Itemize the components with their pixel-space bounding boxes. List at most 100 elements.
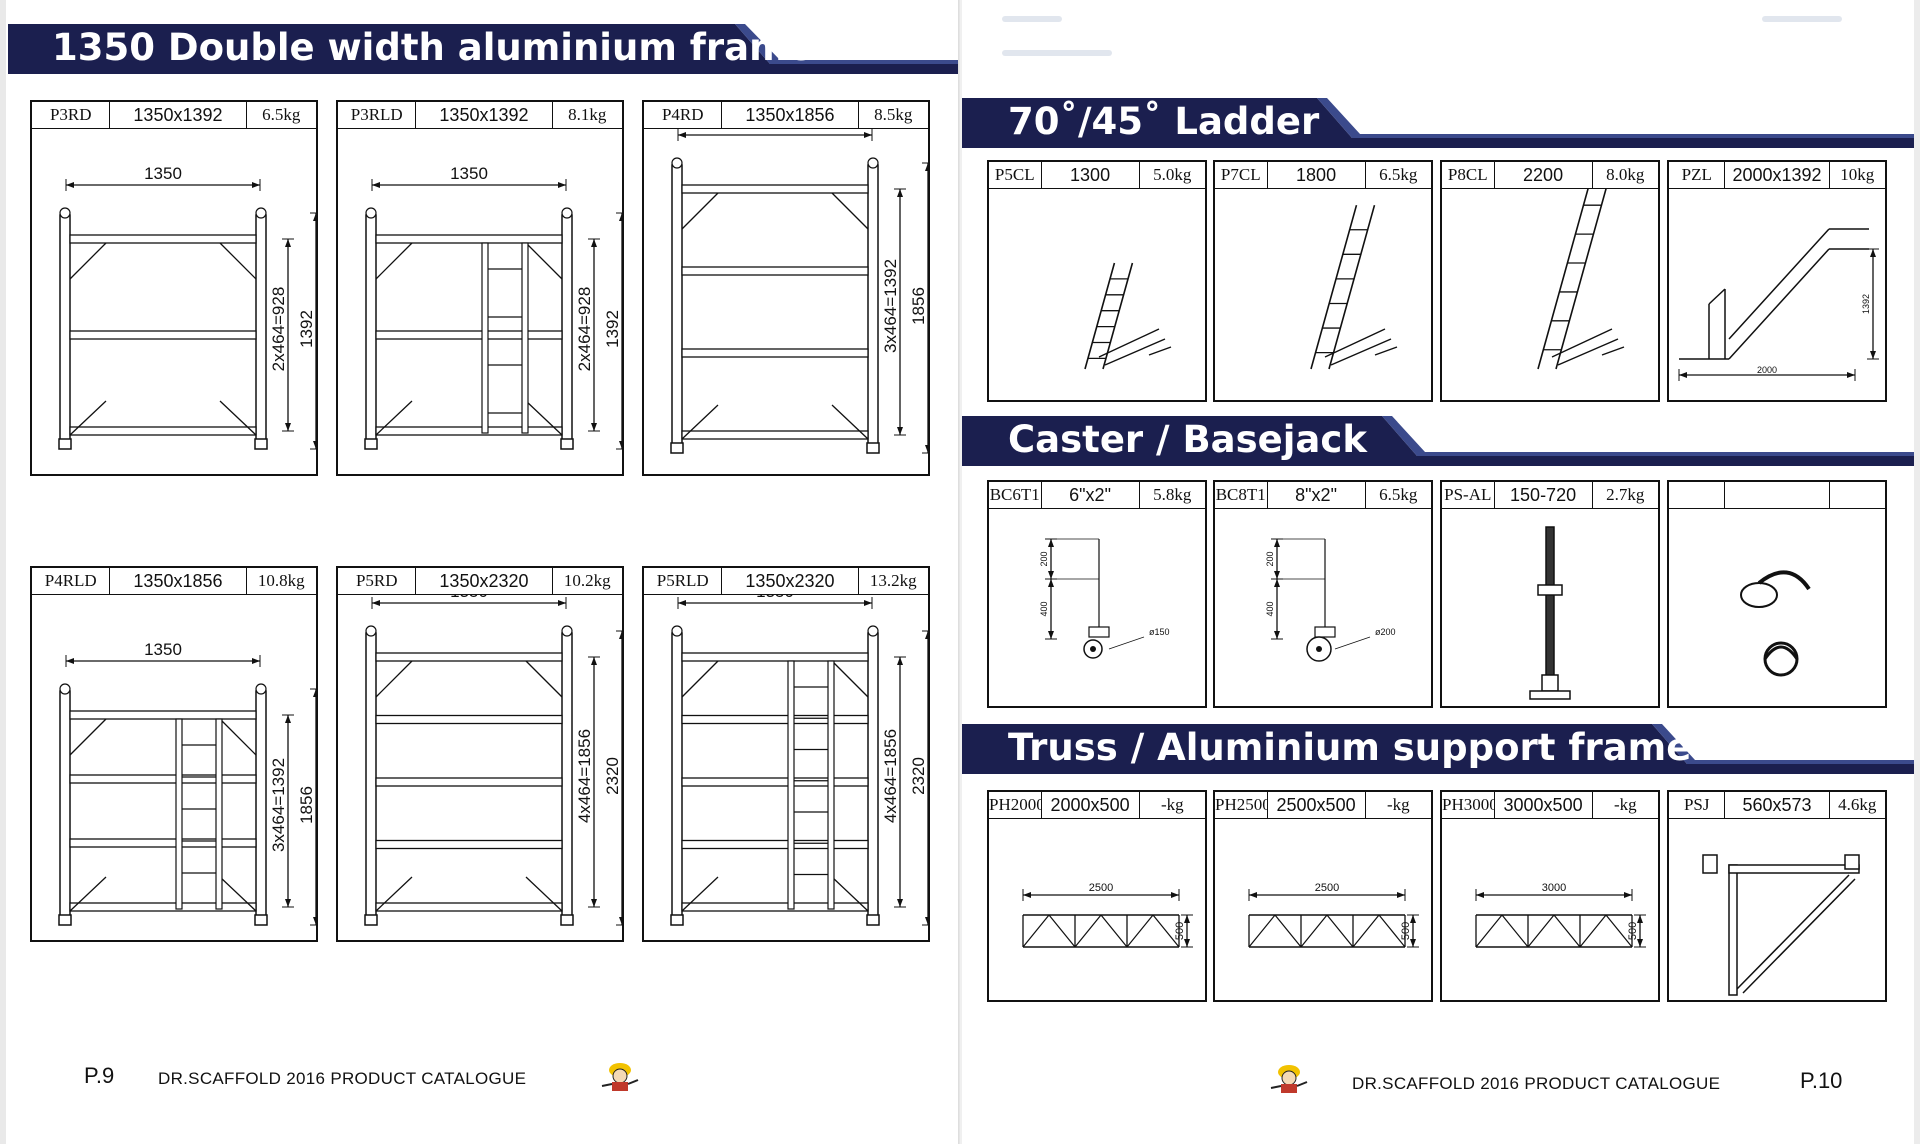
dimension-label: ø150: [1149, 627, 1170, 637]
product-code: BC8T1: [1215, 482, 1268, 508]
product-card: [1667, 480, 1887, 708]
product-size: 2000x500: [1042, 792, 1140, 818]
product-code: P4RD: [644, 102, 723, 128]
dimension-label: 1392: [1861, 294, 1871, 314]
product-code: P5CL: [989, 162, 1042, 188]
product-size: 150-720: [1495, 482, 1593, 508]
dimension-label: 2320: [603, 757, 622, 795]
dimension-label: 500: [1400, 922, 1412, 940]
product-weight: -kg: [1613, 795, 1637, 814]
section-banner: 70˚/45˚ Ladder: [962, 96, 1920, 148]
product-weight: 8.5kg: [874, 105, 913, 124]
page-number: P.10: [1800, 1068, 1843, 1093]
product-weight: 8.0kg: [1606, 165, 1645, 184]
product-code: P5RLD: [644, 568, 723, 594]
book-spine: [958, 0, 964, 1144]
dimension-label: 2000: [1757, 365, 1777, 375]
technical-drawing: [1310, 204, 1398, 370]
product-weight: 6.5kg: [1379, 165, 1418, 184]
product-size: 2000x1392: [1725, 162, 1830, 188]
dimension-label: 400: [1039, 601, 1049, 616]
dimension-label: 1392: [603, 310, 622, 348]
product-size: 1300: [1042, 162, 1140, 188]
product-weight: 10kg: [1840, 165, 1875, 184]
mascot-logo-icon: [598, 1056, 642, 1094]
catalogue-footer: DR.SCAFFOLD 2016 PRODUCT CATALOGUE: [1352, 1074, 1721, 1093]
dimension-label: 1856: [909, 287, 928, 325]
technical-drawing: 200 400 ø150: [1039, 538, 1170, 659]
dimension-label: 200: [1039, 551, 1049, 566]
dimension-label: 3x464=1392: [881, 259, 900, 353]
product-weight: 6.5kg: [1379, 485, 1418, 504]
product-code: PH2000: [989, 792, 1042, 818]
page-edge: [1914, 0, 1920, 1144]
product-weight: 6.5kg: [262, 105, 301, 124]
product-weight: 2.7kg: [1606, 485, 1645, 504]
banner-shape: [8, 24, 962, 74]
section-title: Caster / Basejack: [1008, 418, 1367, 461]
product-weight: -kg: [1160, 795, 1184, 814]
product-code: [1669, 482, 1726, 508]
dimension-label: 4x464=1856: [881, 729, 900, 823]
section-banner: Caster / Basejack: [962, 414, 1920, 466]
product-code: P3RD: [32, 102, 111, 128]
product-weight: -kg: [1386, 795, 1410, 814]
product-size: 1800: [1268, 162, 1366, 188]
dimension-label: 1350: [450, 595, 488, 601]
product-weight: 4.6kg: [1838, 795, 1877, 814]
dimension-label: 1350: [756, 595, 794, 601]
dimension-label: 400: [1265, 601, 1275, 616]
dimension-label: 1856: [297, 786, 316, 824]
product-size: 1350x1392: [416, 102, 553, 128]
product-weight: 10.8kg: [257, 571, 305, 590]
dimension-label: 2x464=928: [269, 287, 288, 372]
dimension-label: 2500: [1089, 882, 1113, 894]
product-code: BC6T1: [989, 482, 1042, 508]
product-code: PS-AL: [1442, 482, 1495, 508]
product-weight: 10.2kg: [563, 571, 611, 590]
product-size: 560x573: [1725, 792, 1830, 818]
technical-drawing: [1537, 189, 1625, 370]
product-code: PH2500: [1215, 792, 1268, 818]
catalogue-page-10: 70˚/45˚ Ladder Caster / Basejack Truss /…: [962, 0, 1920, 1144]
product-size: 8"x2": [1268, 482, 1366, 508]
dimension-label: 1350: [756, 129, 794, 133]
dimension-label: 2x464=928: [575, 287, 594, 372]
dimension-label: ø200: [1375, 627, 1396, 637]
product-size: 2500x500: [1268, 792, 1366, 818]
dimension-label: 2500: [1315, 882, 1339, 894]
product-size: 1350x2320: [416, 568, 553, 594]
